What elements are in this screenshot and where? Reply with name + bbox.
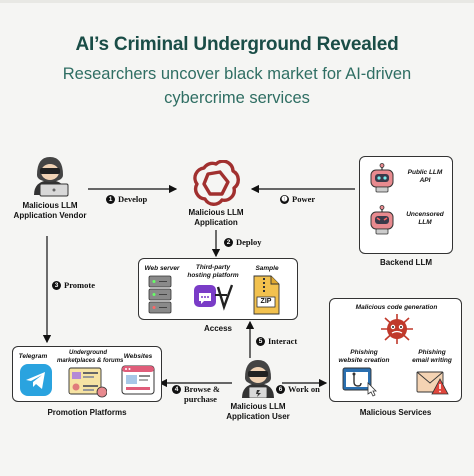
step-work-on: 6 Work on: [276, 384, 320, 394]
backend-label: Backend LLM: [379, 258, 432, 267]
hosting-platform-icon: [194, 284, 233, 311]
step-6-number: 6: [276, 384, 285, 394]
web-server-label: Web server: [144, 265, 180, 272]
telegram-label: Telegram: [18, 353, 48, 360]
page-title: AI’s Criminal Underground Revealed: [75, 34, 399, 55]
uncensored-label: Uncensored LLM: [406, 211, 444, 226]
step-6-label: Work on: [288, 384, 320, 394]
uncensored-robot-icon: [370, 205, 394, 235]
step-2-label: Deploy: [236, 237, 262, 247]
step-interact: 5 Interact: [256, 336, 297, 346]
telegram-icon: [20, 364, 52, 396]
step-1-label: Develop: [118, 194, 148, 204]
page-subtitle: Researchers uncover black market for AI-…: [0, 62, 474, 110]
step-3-number: 3: [52, 280, 61, 290]
step-power: ➊ Power: [280, 194, 315, 204]
step-browse: 4 Browse & purchase: [172, 384, 220, 404]
code-generation-label: Malicious code generation: [355, 304, 438, 311]
marketplaces-label: Underground marketplaces & forums: [57, 350, 124, 364]
hacker-user-icon: [242, 360, 274, 398]
services-label: Malicious Services: [359, 408, 432, 417]
user-label: Malicious LLM Application User: [226, 402, 290, 421]
zip-file-icon: [253, 275, 280, 315]
subtitle-line-2: cybercrime services: [164, 89, 310, 107]
phishing-email-label: Phishing email writing: [412, 349, 452, 364]
step-1-number: 1: [106, 194, 115, 204]
step-develop: 1 Develop: [106, 194, 147, 204]
hacker-vendor-icon: [34, 157, 69, 197]
malicious-services-box: Malicious code generation Phishing websi…: [329, 298, 462, 402]
step-4-number: 4: [172, 384, 181, 394]
third-party-label: Third-party hosting platform: [187, 264, 239, 279]
application-label: Malicious LLM Application: [188, 208, 244, 227]
phishing-website-label: Phishing website creation: [338, 349, 390, 364]
malicious-llm-logo-icon: [193, 160, 240, 206]
marketplace-forum-icon: [68, 367, 107, 398]
sample-label: Sample: [255, 265, 279, 272]
subtitle-line-1: Researchers uncover black market for AI-…: [62, 65, 412, 83]
vendor-label: Malicious LLM Application Vendor: [13, 201, 87, 220]
website-icon: [121, 365, 155, 395]
backend-llm-box: Public LLM API Uncensored LLM: [359, 156, 453, 254]
public-api-label: Public LLM API: [407, 169, 443, 184]
step-2-number: 2: [224, 237, 233, 247]
step-3-label: Promote: [64, 280, 95, 290]
promotion-platforms-box: Telegram Underground marketplaces & foru…: [12, 346, 162, 402]
public-api-robot-icon: [370, 163, 394, 193]
malware-virus-icon: [381, 314, 413, 344]
step-5-number: 5: [256, 336, 265, 346]
step-deploy: 2 Deploy: [224, 237, 262, 247]
zip-text: ZIP: [260, 298, 272, 305]
phishing-website-icon: [342, 367, 377, 397]
step-4-label: Browse & purchase: [184, 384, 220, 404]
step-power-label: Power: [292, 194, 316, 204]
websites-label: Websites: [123, 353, 153, 360]
promotion-label: Promotion Platforms: [47, 408, 127, 417]
step-promote: 3 Promote: [52, 280, 95, 290]
step-power-number: ➊: [280, 194, 289, 204]
phishing-email-icon: [416, 371, 449, 395]
step-5-label: Interact: [268, 336, 298, 346]
web-server-icon: [148, 275, 172, 314]
access-label: Access: [203, 324, 233, 333]
access-box: Web server Third-party hosting platform …: [138, 258, 298, 320]
